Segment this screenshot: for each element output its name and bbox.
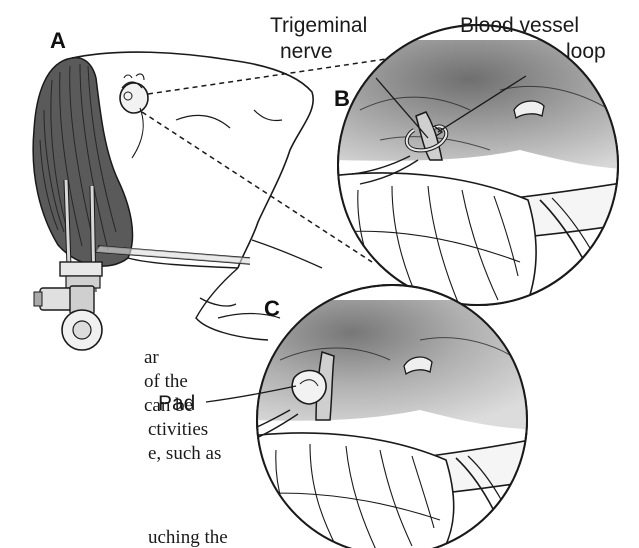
label-vessel-line1: Blood vessel (460, 14, 579, 37)
label-a: A (50, 28, 66, 53)
label-pad: Pad (158, 392, 195, 415)
panel-b-closeup (330, 25, 639, 320)
incision-site (120, 74, 148, 113)
label-c: C (264, 296, 280, 321)
pad (292, 371, 326, 405)
label-vessel-line2: loop (566, 40, 606, 63)
head-clamp (34, 180, 250, 350)
label-trigeminal-line2: nerve (280, 40, 333, 63)
label-b: B (334, 86, 350, 111)
label-trigeminal-line1: Trigeminal (270, 14, 367, 37)
panel-c-closeup (250, 285, 540, 548)
